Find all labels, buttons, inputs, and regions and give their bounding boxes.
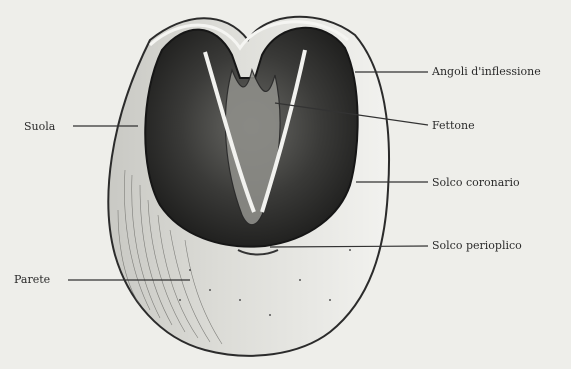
label-fettone: Fettone	[432, 119, 475, 132]
label-solco-coronario: Solco coronario	[432, 176, 520, 189]
label-parete: Parete	[14, 273, 50, 286]
label-solco-perioplico: Solco perioplico	[432, 239, 522, 252]
label-suola: Suola	[24, 120, 56, 133]
label-angoli: Angoli d'inflessione	[431, 65, 541, 78]
